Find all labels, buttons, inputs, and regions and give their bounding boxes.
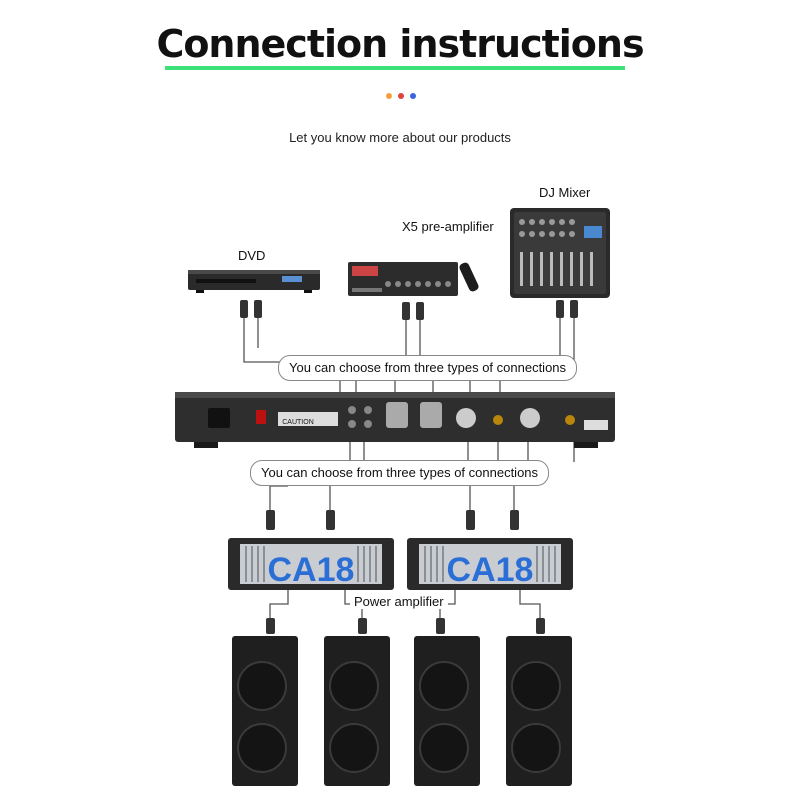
connection-note-top: You can choose from three types of conne… bbox=[278, 355, 578, 381]
dot-orange bbox=[386, 93, 392, 99]
dj-mixer-label: DJ Mixer bbox=[539, 185, 591, 200]
power-amplifier-label: Power amplifier bbox=[350, 594, 448, 609]
dj-mixer-icon bbox=[510, 208, 610, 298]
speaker-plug bbox=[358, 618, 367, 634]
rca-jacks bbox=[348, 406, 372, 428]
title-block: Connection instructions bbox=[0, 22, 800, 66]
power-amplifier-right bbox=[407, 538, 573, 590]
amp-model-text-left: CA18 bbox=[268, 551, 355, 589]
page-title: Connection instructions bbox=[156, 22, 644, 66]
xlr-output-jacks bbox=[456, 408, 540, 428]
page-subtitle: Let you know more about our products bbox=[289, 130, 511, 145]
power-amplifier-left bbox=[228, 538, 394, 590]
power-socket-icon bbox=[208, 408, 230, 428]
xlr-plug bbox=[510, 510, 519, 530]
rca-plug bbox=[556, 300, 564, 318]
rca-plug bbox=[416, 302, 424, 320]
processor-rear-panel bbox=[175, 392, 615, 448]
speaker-cabinet bbox=[414, 636, 480, 786]
decorative-dots bbox=[386, 93, 416, 99]
speaker-cabinet bbox=[506, 636, 572, 786]
speaker-plug bbox=[266, 618, 275, 634]
speaker-cabinet bbox=[232, 636, 298, 786]
connection-note-bottom: You can choose from three types of conne… bbox=[250, 460, 550, 486]
preamp-label: X5 pre-amplifier bbox=[402, 219, 494, 234]
jack-outputs bbox=[493, 415, 575, 425]
title-underline bbox=[165, 66, 625, 70]
dvd-label: DVD bbox=[238, 248, 266, 263]
rca-plug bbox=[240, 300, 248, 318]
amp-model-text-right: CA18 bbox=[447, 551, 534, 589]
remote-control-icon bbox=[459, 262, 479, 292]
speaker-cabinet bbox=[324, 636, 390, 786]
xlr-plug bbox=[326, 510, 335, 530]
xlr-input-jacks bbox=[386, 402, 442, 428]
speaker-plug bbox=[436, 618, 445, 634]
rca-plug bbox=[254, 300, 262, 318]
dot-red bbox=[398, 93, 404, 99]
caution-label: CAUTION bbox=[282, 419, 314, 426]
cable-plugs bbox=[240, 300, 578, 634]
dvd-player-icon bbox=[188, 270, 320, 293]
speakers bbox=[232, 636, 572, 786]
speaker-plug bbox=[536, 618, 545, 634]
dot-blue bbox=[410, 93, 416, 99]
xlr-plug bbox=[466, 510, 475, 530]
pre-amplifier-icon bbox=[348, 262, 479, 296]
rca-plug bbox=[402, 302, 410, 320]
rca-plug bbox=[570, 300, 578, 318]
xlr-plug bbox=[266, 510, 275, 530]
power-switch-icon bbox=[256, 410, 266, 424]
